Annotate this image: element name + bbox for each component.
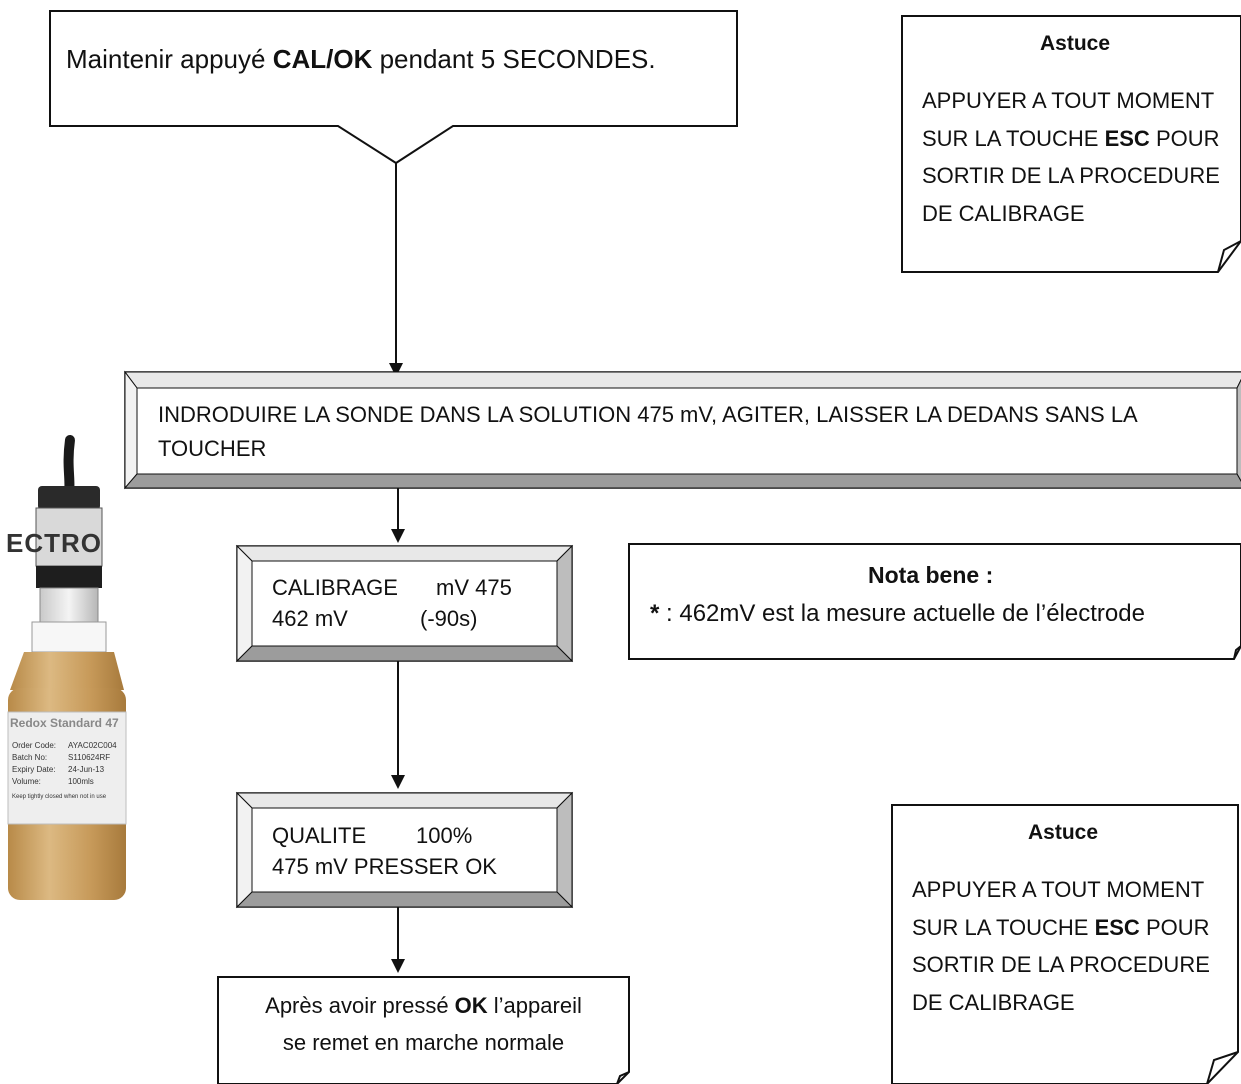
bottle-label-row: Order Code: AYAC02C004 — [12, 740, 124, 752]
bottle-product-name: Redox Standard 47 — [10, 716, 119, 730]
tip-top-body: APPUYER A TOUT MOMENT SUR LA TOUCHE ESC … — [922, 82, 1220, 232]
tip-bottom-line-2: SUR LA TOUCHE ESC POUR — [912, 909, 1210, 947]
nota-bene-text: * : 462mV est la mesure actuelle de l’él… — [650, 600, 1145, 628]
nota-bene-sentence: : 462mV est la mesure actuelle de l’élec… — [659, 600, 1145, 627]
calibration-display-text: CALIBRAGE mV 475 462 mV (-90s) — [272, 572, 512, 634]
bottle-label-details: Order Code: AYAC02C004 Batch No: S110624RF… — [12, 740, 124, 803]
bottle-label-row: Expiry Date: 24-Jun-13 — [12, 764, 124, 776]
tip-top-title: Astuce — [1040, 32, 1111, 55]
press-ok-prompt: 475 mV PRESSER OK — [272, 854, 497, 879]
instruction-banner-shape — [123, 370, 1241, 490]
final-note-shape — [217, 976, 630, 1084]
final-line-1: Après avoir pressé OK l’appareil — [218, 987, 629, 1024]
start-instruction-text: Maintenir appuyé CAL/OK pendant 5 SECOND… — [66, 44, 656, 75]
countdown-value: (-90s) — [420, 606, 478, 631]
start-text-prefix: Maintenir appuyé — [66, 44, 273, 74]
instruction-line-1: INDRODUIRE LA SONDE DANS LA SOLUTION 475… — [158, 402, 1138, 427]
tip-bottom-fold — [1206, 1051, 1239, 1084]
calibration-label: CALIBRAGE — [272, 575, 398, 600]
tip-bottom-line-1: APPUYER A TOUT MOMENT — [912, 877, 1205, 902]
tip-top-line-2-suffix: POUR — [1149, 125, 1220, 151]
quality-display-shape — [235, 791, 574, 909]
tip-top-line-1: APPUYER A TOUT MOMENT — [922, 88, 1215, 113]
label-key: Expiry Date: — [12, 765, 56, 774]
nota-bene-title: Nota bene : — [868, 562, 994, 588]
tip-bottom-note-shape — [891, 804, 1239, 1084]
tip-top-fold — [1217, 240, 1241, 273]
start-text-suffix: pendant 5 SECONDES. — [372, 44, 656, 74]
bottle-label-footer: Keep tightly closed when not in use — [12, 794, 107, 800]
quality-label: QUALITE — [272, 823, 367, 848]
label-value: 24-Jun-13 — [68, 765, 105, 774]
label-value: AYAC02C004 — [68, 741, 117, 750]
nota-bene-fold — [1233, 645, 1241, 660]
tip-top-line-3: SORTIR DE LA PROCEDURE — [922, 163, 1220, 188]
tip-top-line-2-prefix: SUR LA TOUCHE — [922, 125, 1105, 151]
tip-bottom-title: Astuce — [1028, 821, 1099, 844]
ok-key-label: OK — [454, 993, 488, 1018]
nota-bene-note-shape — [628, 543, 1241, 660]
label-key: Volume: — [12, 777, 41, 786]
tip-top-note-shape — [901, 15, 1241, 273]
final-note-fold — [616, 1071, 630, 1084]
esc-key-label-bottom: ESC — [1094, 914, 1140, 940]
electrode-brand-text: ECTRO — [6, 528, 102, 558]
calibration-display-shape — [235, 544, 574, 663]
tip-bottom-line-2-prefix: SUR LA TOUCHE — [912, 914, 1095, 940]
label-key: Order Code: — [12, 741, 57, 750]
tip-bottom-line-4: DE CALIBRAGE — [912, 989, 1075, 1015]
tip-bottom-line-2-suffix: POUR — [1139, 914, 1210, 940]
asterisk-marker: * — [650, 600, 660, 627]
final-line-1-suffix: l’appareil — [487, 993, 582, 1018]
quality-percent-value: 100% — [416, 823, 473, 848]
tip-top-line-2: SUR LA TOUCHE ESC POUR — [922, 120, 1220, 158]
tip-bottom-body: APPUYER A TOUT MOMENT SUR LA TOUCHE ESC … — [912, 871, 1210, 1021]
bottle-label-row: Batch No: S110624RF — [12, 752, 124, 764]
quality-display-text: QUALITE 100% 475 mV PRESSER OK — [272, 820, 497, 882]
instruction-text: INDRODUIRE LA SONDE DANS LA SOLUTION 475… — [158, 398, 1218, 466]
cal-ok-key-label: CAL/OK — [272, 44, 373, 74]
label-value: S110624RF — [68, 753, 111, 762]
label-key: Batch No: — [12, 753, 48, 762]
tip-bottom-line-3: SORTIR DE LA PROCEDURE — [912, 952, 1210, 977]
final-line-1-prefix: Après avoir pressé — [265, 993, 455, 1018]
label-value: 100mls — [68, 777, 94, 786]
current-mv-value: 462 mV — [272, 606, 348, 631]
final-line-2: se remet en marche normale — [282, 1030, 565, 1055]
esc-key-label: ESC — [1104, 125, 1150, 151]
redox-standard-bottle-image — [7, 435, 127, 900]
instruction-line-2: TOUCHER — [158, 436, 267, 461]
final-note-text: Après avoir pressé OK l’appareil se reme… — [218, 987, 629, 1061]
tip-top-line-4: DE CALIBRAGE — [922, 200, 1085, 226]
target-mv-value: mV 475 — [436, 575, 512, 600]
start-callout-shape — [49, 10, 738, 165]
bottle-label-row: Volume: 100mls — [12, 776, 124, 788]
